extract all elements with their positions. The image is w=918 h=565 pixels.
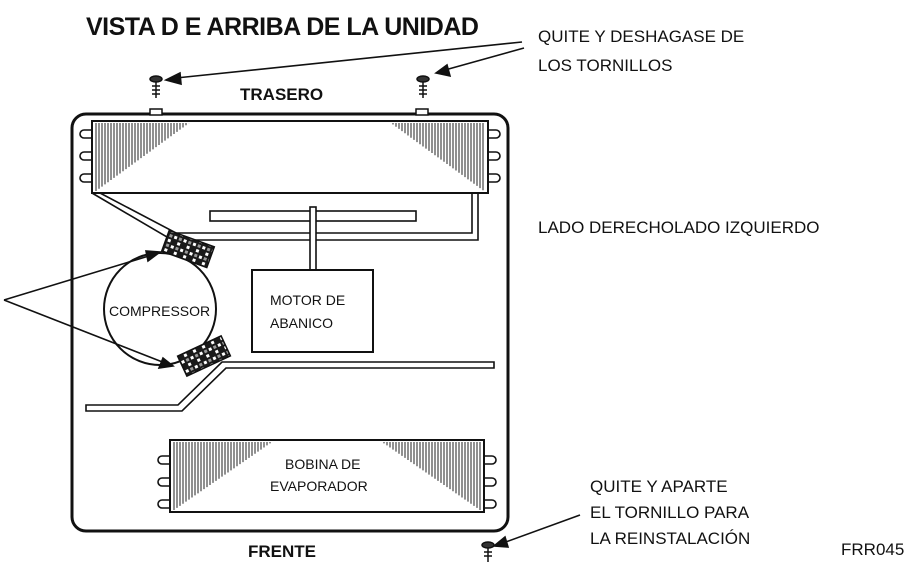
compressor: COMPRESSOR [103, 252, 217, 366]
compressor-bracket [160, 229, 232, 378]
screw-icon [481, 541, 495, 562]
keep-screw-note-line3: LA REINSTALACIÓN [590, 529, 750, 548]
unit-outline [70, 112, 510, 533]
fan-motor-label-line2: ABANICO [270, 315, 333, 331]
fan-blade [209, 206, 417, 272]
screw-icon [149, 75, 163, 98]
remove-screws-arrows [163, 41, 525, 86]
fan-motor: MOTOR DE ABANICO [251, 269, 374, 353]
figure-code: FRR045 [841, 540, 904, 559]
remove-screws-note-line2: LOS TORNILLOS [538, 56, 672, 75]
compressor-label: COMPRESSOR [109, 303, 210, 319]
bracket-arrows [3, 250, 175, 369]
fan-motor-label-line1: MOTOR DE [270, 292, 345, 308]
sides-label: LADO DERECHOLADO IZQUIERDO [538, 218, 820, 237]
rear-label: TRASERO [240, 85, 323, 104]
keep-screw-note-line2: EL TORNILLO PARA [590, 503, 750, 522]
keep-screw-note-line1: QUITE Y APARTE [590, 477, 728, 496]
lower-divider [85, 361, 495, 412]
evaporator-label-line1: BOBINA DE [285, 456, 360, 472]
condenser-coil [79, 120, 501, 194]
evaporator-coil: BOBINA DE EVAPORADOR [157, 439, 497, 513]
air-baffle [91, 192, 479, 241]
front-label: FRENTE [248, 542, 316, 561]
keep-screw-arrow [491, 514, 581, 548]
evaporator-label-line2: EVAPORADOR [270, 478, 368, 494]
screw-icon [416, 75, 430, 98]
diagram-title: VISTA D E ARRIBA DE LA UNIDAD [86, 13, 478, 41]
remove-screws-note-line1: QUITE Y DESHAGASE DE [538, 27, 744, 46]
